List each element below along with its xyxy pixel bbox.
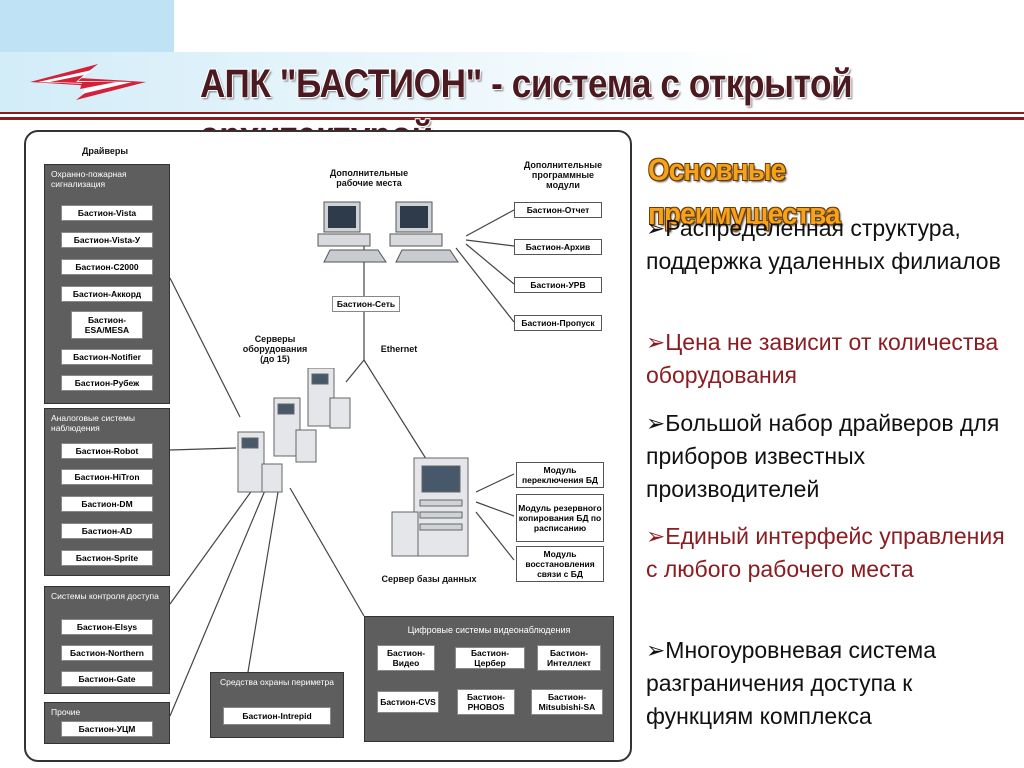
- video-item: Бастион-Видео: [377, 645, 435, 671]
- driver-item: Бастион-Vista-У: [61, 232, 153, 248]
- module-item: Бастион-Отчет: [514, 202, 602, 218]
- header-divider-thick: [0, 117, 1024, 120]
- group-analog-video: Аналоговые системы наблюдения Бастион-Ro…: [44, 408, 170, 576]
- group-perimeter: Средства охраны периметра Бастион-Intrep…: [210, 672, 344, 738]
- driver-item: Бастион-Vista: [61, 205, 153, 221]
- advantage-text: Цена не зависит от количества оборудован…: [646, 329, 999, 388]
- group-title: Средства охраны периметра: [220, 677, 334, 687]
- group-access-control: Системы контроля доступа Бастион-Elsys Б…: [44, 586, 170, 694]
- advantage-item: ➢Большой набор драйверов для приборов из…: [646, 407, 1016, 506]
- group-title: Охранно-пожарная сигнализация: [51, 169, 127, 189]
- group-title: Прочие: [51, 707, 81, 717]
- group-other: Прочие Бастион-УЦМ: [44, 702, 170, 744]
- perimeter-item: Бастион-Intrepid: [223, 707, 331, 725]
- advantage-text: Единый интерфейс управления с любого раб…: [646, 523, 1005, 582]
- driver-item: Бастион-Gate: [61, 671, 153, 687]
- driver-item: Бастион-Sprite: [61, 550, 153, 566]
- db-module-item: Модуль восстановления связи с БД: [516, 546, 604, 582]
- advantages-title: Основные преимущества: [648, 152, 841, 231]
- video-item: Бастион-PHOBOS: [457, 689, 515, 715]
- bullet-arrow-icon: ➢: [646, 215, 666, 241]
- header-banner: [0, 52, 1024, 112]
- module-item: Бастион-Архив: [514, 239, 602, 255]
- hardware-servers-icon: [237, 368, 351, 493]
- advantage-text: Распределенная структура, поддержка удал…: [646, 215, 1001, 274]
- advantage-item: ➢Цена не зависит от количества оборудова…: [646, 326, 1016, 392]
- advantage-item: ➢Многоуровневая система разграничения до…: [646, 634, 1016, 733]
- video-item: Бастион-Mitsubishi-SA: [531, 689, 603, 715]
- header-divider: [0, 112, 1024, 114]
- bullet-arrow-icon: ➢: [646, 523, 666, 549]
- group-digital-video: Цифровые системы видеонаблюдения Бастион…: [364, 616, 614, 742]
- advantage-item: ➢Распределенная структура, поддержка уда…: [646, 212, 1016, 278]
- video-item: Бастион-Цербер: [455, 647, 525, 669]
- modules-label: Дополнительные программные модули: [523, 160, 603, 190]
- driver-item: Бастион-ESA/MESA: [71, 311, 143, 339]
- driver-item: Бастион-DM: [61, 496, 153, 512]
- advantage-text: Многоуровневая система разграничения дос…: [646, 637, 937, 729]
- architecture-diagram: Драйверы Охранно-пожарная сигнализация Б…: [24, 130, 632, 762]
- driver-item: Бастион-Northern: [61, 645, 153, 661]
- page-title: АПК "БАСТИОН" - система с открытой архит…: [200, 62, 853, 158]
- workplaces-label: Дополнительные рабочие места: [329, 168, 409, 188]
- video-item: Бастион-Интеллект: [537, 645, 601, 671]
- driver-item: Бастион-С2000: [61, 259, 153, 275]
- group-title: Цифровые системы видеонаблюдения: [407, 625, 571, 635]
- db-server-label: Сервер базы данных: [381, 574, 477, 584]
- driver-item: Бастион-УЦМ: [61, 721, 153, 737]
- driver-item: Бастион-Robot: [61, 443, 153, 459]
- lightning-logo-icon: [30, 64, 146, 100]
- driver-item: Бастион-AD: [61, 523, 153, 539]
- ethernet-label: Ethernet: [380, 344, 418, 354]
- workstations-icon: [317, 201, 459, 263]
- advantage-item: ➢Единый интерфейс управления с любого ра…: [646, 520, 1016, 586]
- network-node: Бастион-Сеть: [332, 296, 400, 312]
- bullet-arrow-icon: ➢: [646, 329, 666, 355]
- header-corner-box: [0, 0, 174, 52]
- group-title: Аналоговые системы наблюдения: [51, 413, 135, 433]
- drivers-label: Драйверы: [82, 146, 129, 156]
- group-fire-alarm: Охранно-пожарная сигнализация Бастион-Vi…: [44, 164, 170, 404]
- module-item: Бастион-Пропуск: [514, 315, 602, 331]
- database-server-icon: [391, 457, 469, 557]
- driver-item: Бастион-Elsys: [61, 619, 153, 635]
- group-title: Системы контроля доступа: [51, 591, 159, 601]
- driver-item: Бастион-Рубеж: [61, 375, 153, 391]
- servers-label: Серверы оборудования (до 15): [242, 334, 308, 364]
- driver-item: Бастион-HiTron: [61, 469, 153, 485]
- db-module-item: Модуль переключения БД: [516, 462, 604, 488]
- bullet-arrow-icon: ➢: [646, 637, 666, 663]
- advantage-text: Большой набор драйверов для приборов изв…: [646, 410, 1000, 502]
- module-item: Бастион-УРВ: [514, 277, 602, 293]
- bullet-arrow-icon: ➢: [646, 410, 666, 436]
- driver-item: Бастион-Notifier: [61, 349, 153, 365]
- driver-item: Бастион-Аккорд: [61, 286, 153, 302]
- video-item: Бастион-CVS: [377, 691, 439, 713]
- db-module-item: Модуль резервного копирования БД по расп…: [516, 494, 604, 542]
